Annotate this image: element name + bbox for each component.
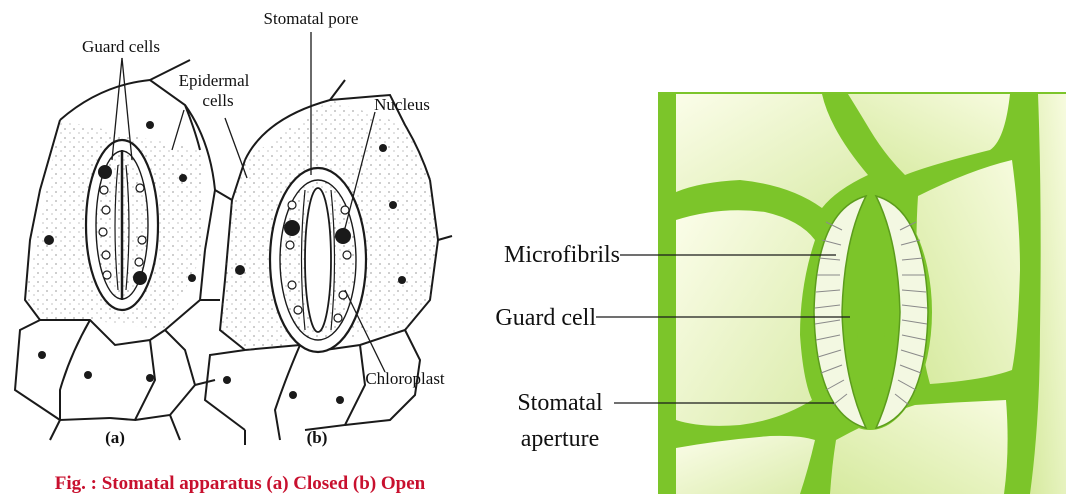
guard-cell-pair xyxy=(808,194,932,430)
stomatal-pore-label: Stomatal pore xyxy=(264,9,359,28)
left-figure: Stomatal pore Guard cells Epidermal cell… xyxy=(15,9,452,494)
guard-cell-label: Guard cell xyxy=(495,305,596,331)
right-figure: Microfibrils Guard cell Stomatal apertur… xyxy=(495,92,1066,494)
stomatal-aperture-label-line2: aperture xyxy=(521,426,600,452)
microfibrils-label: Microfibrils xyxy=(504,242,620,268)
stomatal-aperture-label-line1: Stomatal xyxy=(517,390,603,416)
panel-a-label: (a) xyxy=(105,428,125,447)
guard-cells-label: Guard cells xyxy=(82,37,160,56)
panel-b-drawing xyxy=(205,80,452,445)
panel-a-drawing xyxy=(15,60,232,440)
chloroplast-label: Chloroplast xyxy=(365,369,445,388)
nucleus-label: Nucleus xyxy=(374,95,430,114)
figure-caption: Fig. : Stomatal apparatus (a) Closed (b)… xyxy=(55,473,426,494)
panel-b-label: (b) xyxy=(307,428,328,447)
epidermal-cells-label-line2: cells xyxy=(202,91,233,110)
epidermal-cells-label-line1: Epidermal xyxy=(179,71,250,90)
